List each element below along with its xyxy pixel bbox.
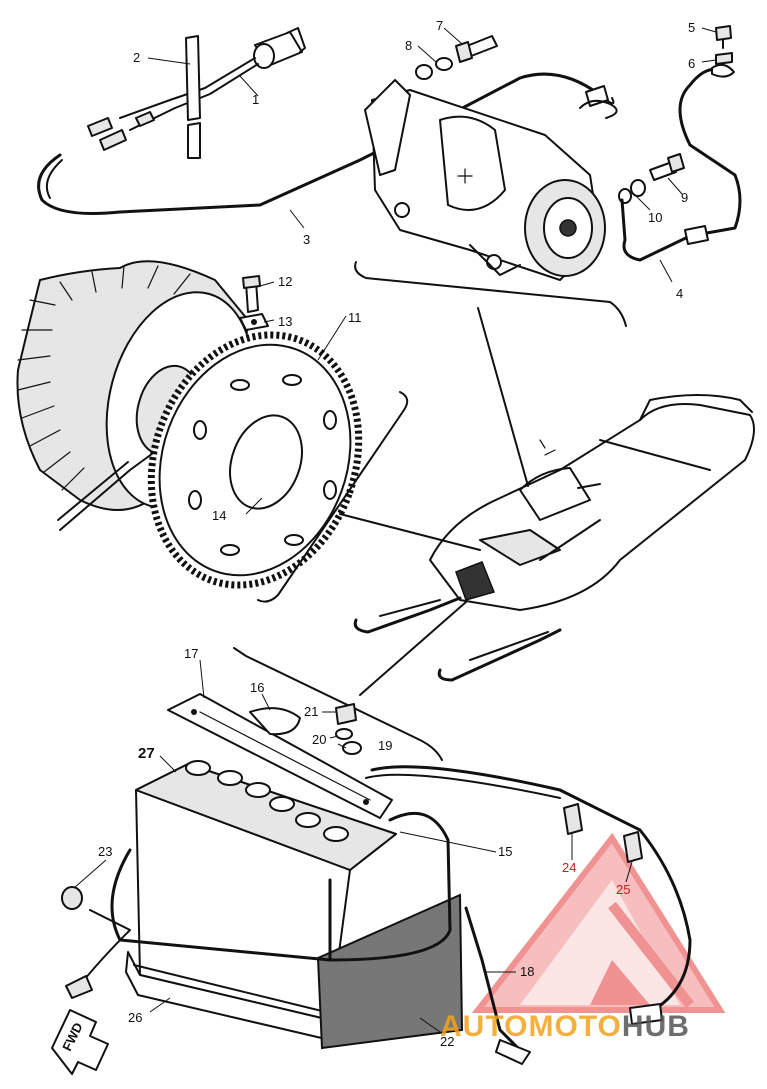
callout-15: 15 [498,844,512,859]
callout-4: 4 [676,286,683,301]
svg-text:AUTOMOTOHUB: AUTOMOTOHUB [440,1010,690,1043]
flywheel-fins [17,265,191,491]
snowmobile-location-view [339,307,755,696]
callout-24: 24 [562,860,576,875]
callout-16: 16 [250,680,264,695]
callout-numbers: 1 2 3 4 5 6 7 8 9 10 11 12 13 14 15 16 1… [98,18,695,1049]
callout-23: 23 [98,844,112,859]
callout-11: 11 [348,310,362,325]
callout-14: 14 [212,508,226,523]
callout-22: 22 [440,1034,454,1049]
callout-1: 1 [252,92,259,107]
watermark-word-auto: AUTO [440,1010,528,1043]
callout-26: 26 [128,1010,142,1025]
callout-19: 19 [378,738,392,753]
automotohub-watermark-text: AUTOMOTOHUB [440,1010,690,1043]
callout-17: 17 [184,646,198,661]
forward-direction-arrow: FWD [51,1009,109,1075]
watermark-word-moto: MOTO [528,1010,621,1043]
battery-caps [185,760,349,842]
battery-assembly: FWD [51,647,692,1075]
starter-motor-assembly [354,25,742,327]
watermark-word-hub: HUB [622,1010,690,1043]
callout-7: 7 [436,18,443,33]
callout-18: 18 [520,964,534,979]
callout-8: 8 [405,38,412,53]
callout-9: 9 [681,190,688,205]
automotohub-watermark-logo [471,832,726,1013]
ring-gear-holes [188,374,337,556]
callout-27: 27 [138,745,155,762]
callout-20: 20 [312,732,326,747]
callout-12: 12 [278,274,292,289]
callout-13: 13 [278,314,292,329]
callout-5: 5 [688,20,695,35]
flywheel-ring-gear-assembly [16,260,409,603]
callout-3: 3 [303,232,310,247]
callout-2: 2 [133,50,140,65]
callout-6: 6 [688,56,695,71]
callout-10: 10 [648,210,662,225]
leader-lines [73,27,717,1033]
callout-25: 25 [616,882,630,897]
bolt-7 [455,35,498,63]
ignition-switch-harness [37,27,615,215]
callout-21: 21 [304,704,318,719]
